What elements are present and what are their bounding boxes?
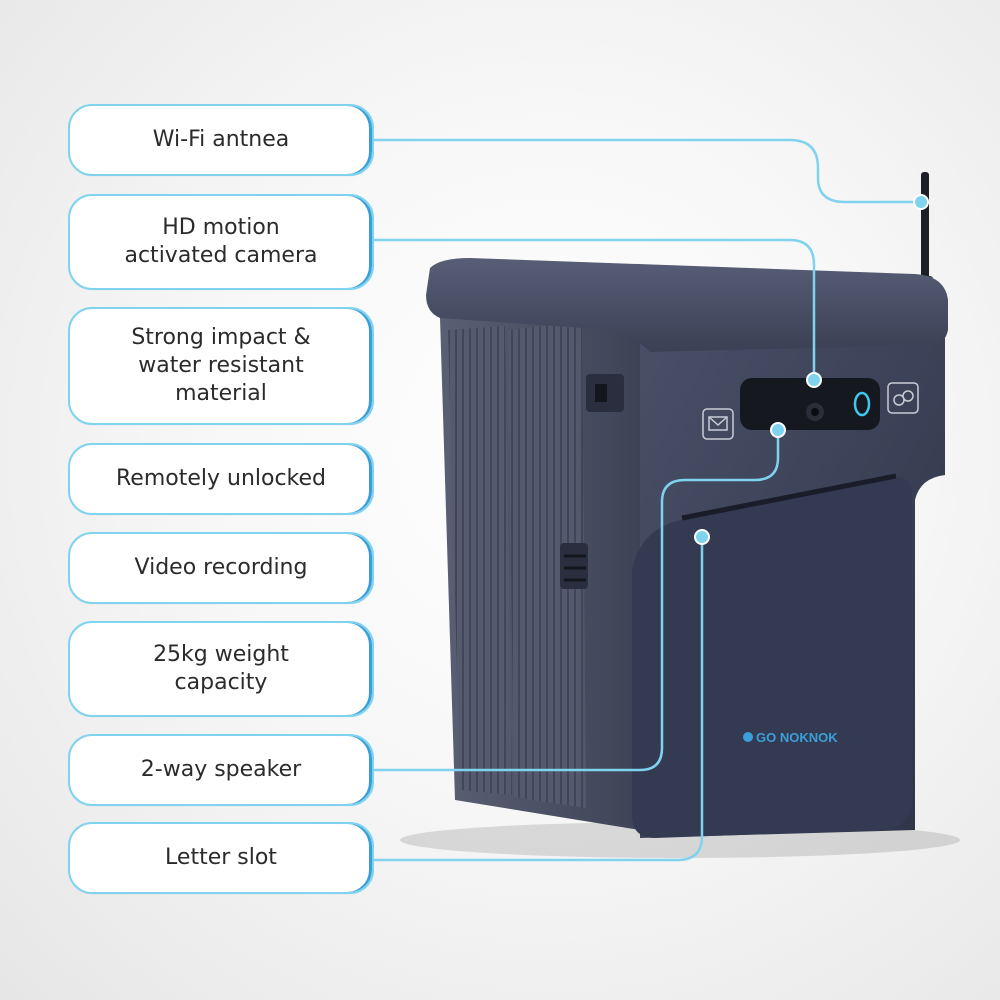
status-light-icon [853, 391, 871, 417]
connector-lines [374, 138, 921, 862]
parcel-drawer [632, 478, 912, 838]
feature-speaker: 2-way speaker [68, 734, 374, 806]
feature-video-recording: Video recording [68, 532, 374, 604]
envelope-icon [702, 408, 734, 440]
feature-label: Wi-Fi antnea [152, 127, 290, 152]
brand-logo-text: GO NOKNOK [756, 730, 838, 745]
feature-label: Video recording [134, 555, 308, 580]
feature-label: Strong impact & water resistant material [131, 325, 311, 406]
lid [426, 258, 948, 352]
control-strip [740, 378, 880, 430]
feature-label: HD motion activated camera [124, 215, 318, 268]
side-panel [440, 300, 640, 830]
key-unlock-icon [887, 382, 919, 414]
connector-dots [694, 194, 929, 545]
feature-label: 25kg weight capacity [153, 642, 289, 695]
feature-hd-camera: HD motion activated camera [68, 194, 374, 290]
feature-label: 2-way speaker [140, 757, 302, 782]
feature-weight-capacity: 25kg weight capacity [68, 621, 374, 717]
feature-label: Remotely unlocked [115, 466, 327, 491]
feature-wifi-antenna: Wi-Fi antnea [68, 104, 374, 176]
feature-label: Letter slot [165, 845, 277, 870]
feature-letter-slot: Letter slot [68, 822, 374, 894]
brand-logo: GO NOKNOK [743, 730, 838, 745]
feature-remote-unlock: Remotely unlocked [68, 443, 374, 515]
feature-material: Strong impact & water resistant material [68, 307, 374, 425]
